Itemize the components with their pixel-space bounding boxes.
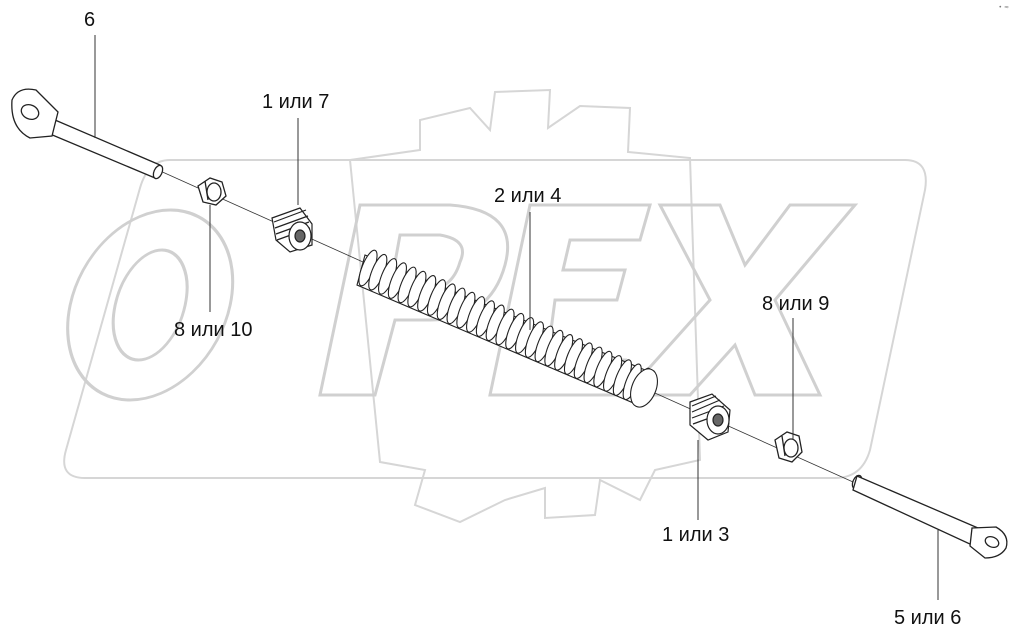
label-part1or7: 1 или 7 bbox=[262, 91, 330, 113]
label-part8or10: 8 или 10 bbox=[174, 319, 253, 341]
spring-plug-left bbox=[271, 207, 313, 253]
watermark-gear-outline bbox=[348, 88, 702, 524]
label-part2or4: 2 или 4 bbox=[494, 185, 562, 207]
main-spring bbox=[356, 249, 658, 408]
rod-with-eye-right bbox=[851, 474, 1008, 559]
nut-left bbox=[197, 177, 227, 206]
rod-with-eye-left bbox=[11, 88, 164, 180]
label-part8or9: 8 или 9 bbox=[762, 293, 830, 315]
label-part6-top: 6 bbox=[84, 9, 96, 31]
spring-coils bbox=[358, 249, 652, 405]
leader-lines bbox=[94, 35, 939, 600]
label-part1or3: 1 или 3 bbox=[662, 524, 730, 546]
watermark-plate-outline bbox=[63, 159, 927, 479]
label-part5or6: 5 или 6 bbox=[894, 607, 962, 629]
spring-plug-right bbox=[689, 393, 731, 441]
nut-right bbox=[774, 431, 803, 463]
corner-mark: • ≈ bbox=[998, 4, 1009, 11]
